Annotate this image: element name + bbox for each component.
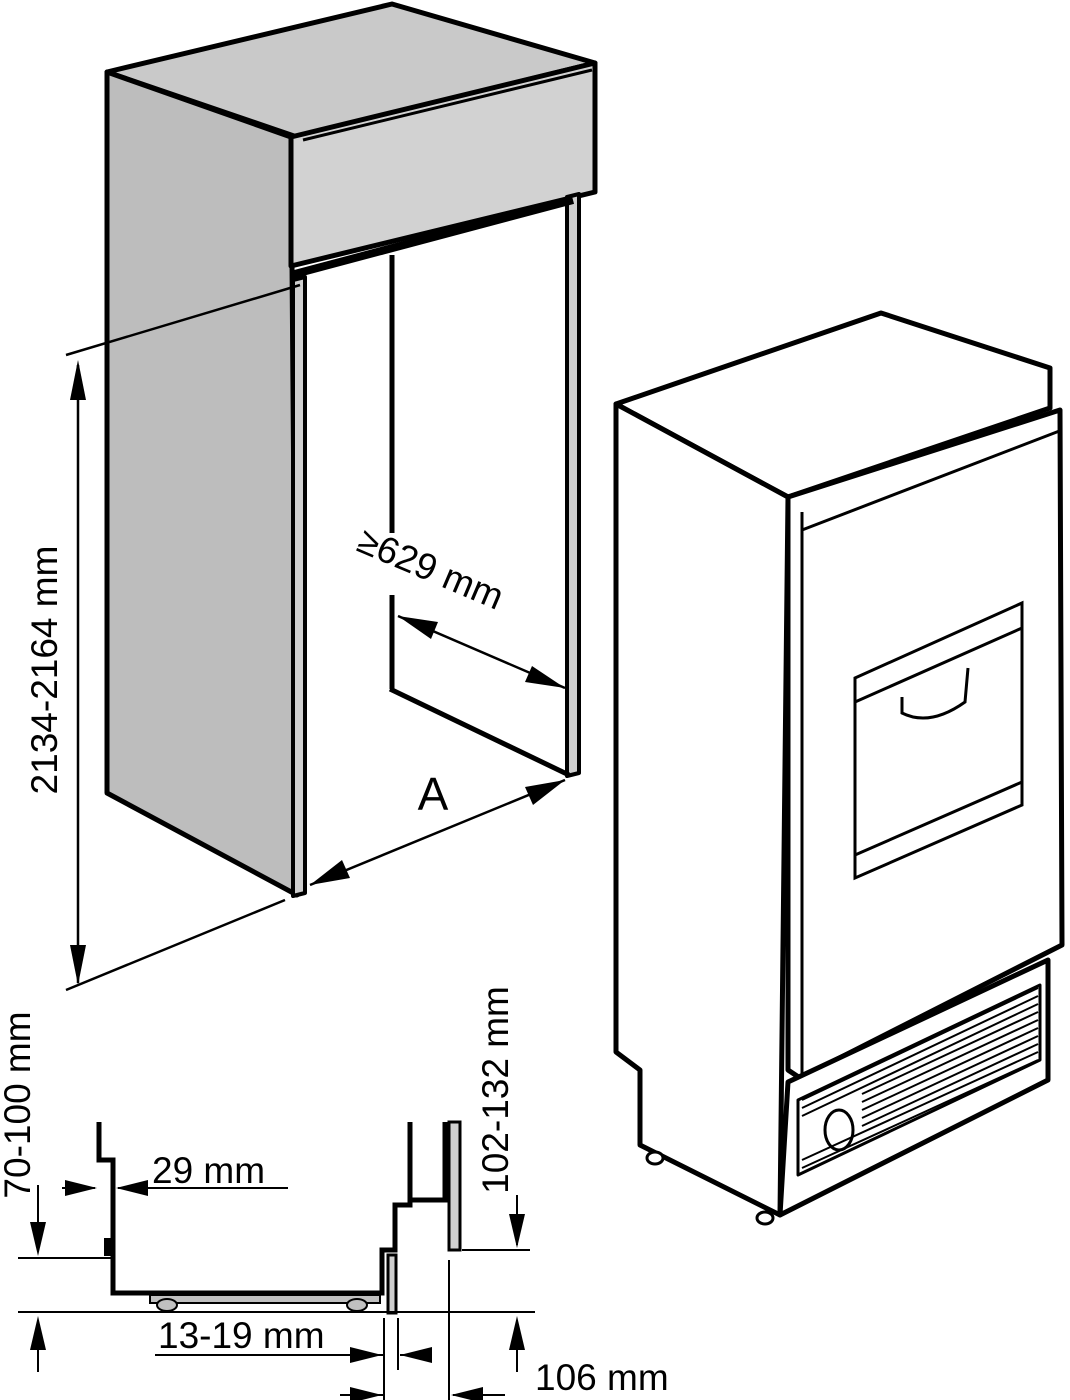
section-side-bump [104,1238,112,1256]
plinth-grille-slats [801,987,1039,1169]
width-dimension [309,778,566,887]
appliance-side [613,401,791,1218]
dispenser-frame [853,600,1024,881]
dispenser-recess-top [854,626,1023,704]
niche-right-strip [565,192,581,778]
section-grille-plate [447,1120,462,1252]
appliance-front-panel [785,407,1065,1081]
front-offset-label: 102-132 mm [475,986,516,1194]
section-foot-left [156,1298,178,1312]
niche-top-edge [289,196,575,279]
height-dimension [65,283,301,992]
base-gap-label: 70-100 mm [0,1011,38,1198]
section-foot-right [346,1298,368,1312]
section-outline [96,1122,448,1296]
cabinet-front-header [288,60,598,269]
section-front-strip [386,1253,398,1315]
dispenser [853,600,1024,881]
dispenser-recess-bottom [854,780,1023,857]
niche-floor-back-edge [388,686,571,778]
appliance-foot-left [645,1150,665,1166]
side-offset-label: 29 mm [152,1150,265,1191]
section-profile [96,1120,462,1315]
section-feet [149,1294,381,1312]
niche-cabinet [104,1,598,898]
width-label: A [418,768,449,820]
depth-dimension [397,614,566,690]
header-top-edge [302,68,593,142]
height-label: 2134-2164 mm [24,546,65,795]
section-arrowheads [30,1180,525,1400]
front-panel-lip [801,428,1063,532]
depth-label: ≥629 mm [352,520,510,618]
appliance-foot-right [755,1210,775,1226]
foot-gap-label: 13-19 mm [158,1315,325,1356]
dispenser-paddle [900,667,970,720]
grille-depth-label: 106 mm [535,1357,669,1398]
appliance [613,310,1065,1226]
niche-left-strip [291,275,307,898]
cabinet-side-panel [104,69,300,898]
